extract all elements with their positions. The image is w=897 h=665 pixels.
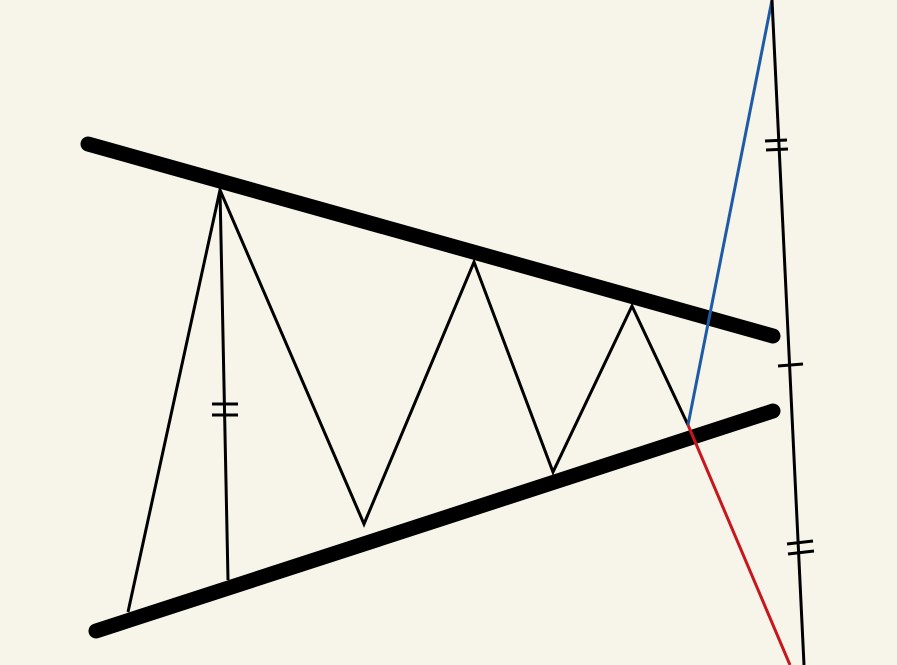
projection-mid-tick-mark [777, 362, 804, 368]
lower-trendline [88, 403, 781, 639]
projection-down-tick-marks [786, 539, 815, 556]
height-equal-tick-marks [212, 402, 238, 417]
pattern-height-measure [218, 189, 230, 581]
bullish-breakout-line [686, 0, 774, 426]
bearish-breakout-line [686, 424, 792, 665]
upper-trendline [80, 136, 781, 344]
projection-up-tick-marks [764, 138, 789, 152]
